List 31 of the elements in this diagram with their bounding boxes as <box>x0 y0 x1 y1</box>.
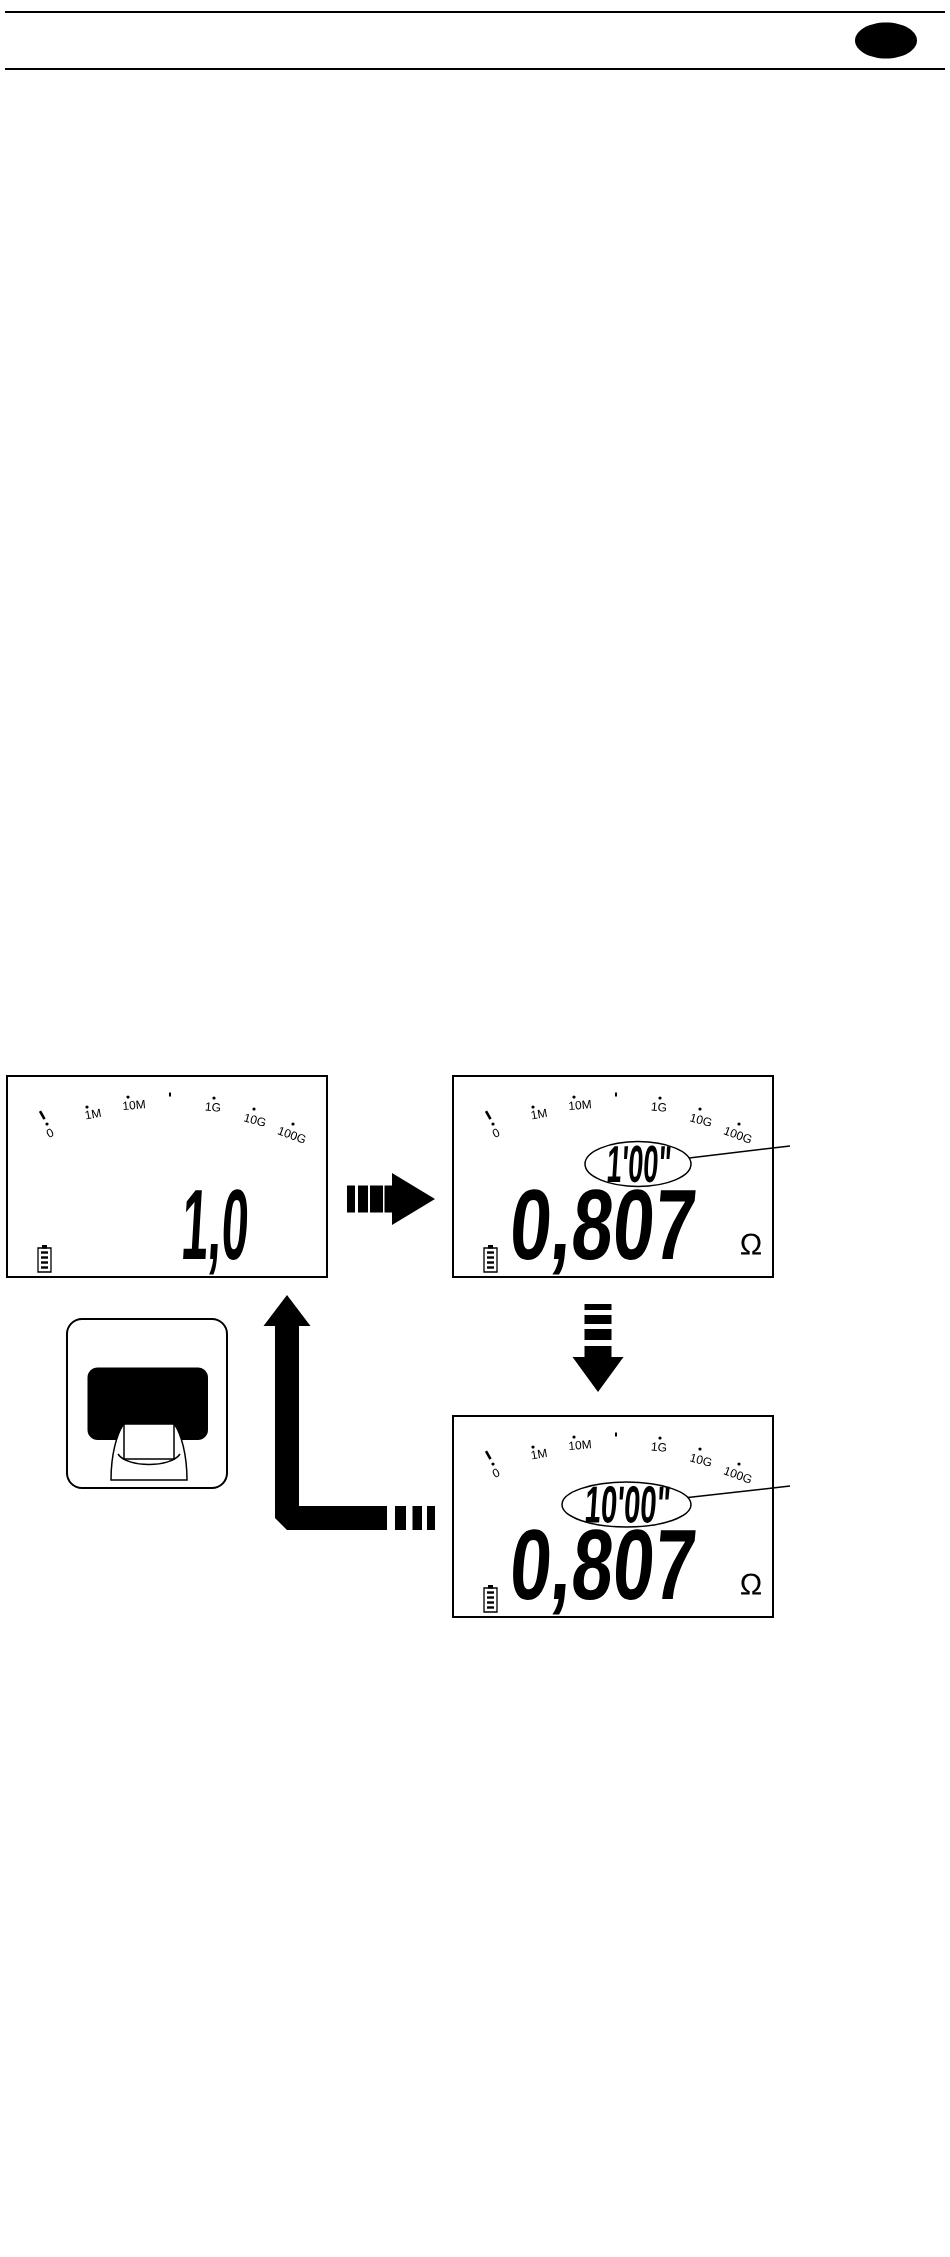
scale-label: 10M <box>123 1100 145 1111</box>
leader-line <box>688 1145 791 1159</box>
block-arrow <box>572 1304 624 1392</box>
scale-label: 100G <box>723 1467 752 1483</box>
scale-label: 10G <box>689 1113 712 1127</box>
digit-readout: 1,0 <box>183 1189 248 1275</box>
circled-readout: 1'00" <box>584 1140 692 1188</box>
scale-label: 10M <box>569 1100 591 1111</box>
button-icon <box>66 1318 228 1489</box>
scale-label: 0 <box>492 1128 500 1138</box>
scale-label: 1G <box>651 1442 667 1452</box>
scale-label: 0 <box>46 1128 54 1138</box>
scale-label: 10M <box>569 1440 591 1451</box>
circled-readout: 10'00" <box>561 1481 692 1528</box>
scale-label: 10G <box>243 1113 266 1127</box>
scale-label: 0 <box>492 1468 500 1478</box>
scale-label: 1G <box>205 1102 221 1112</box>
scale-label: 10G <box>689 1453 712 1467</box>
digit-readout: 0,807 <box>513 1529 696 1615</box>
block-arrow <box>347 1173 435 1225</box>
leader-line <box>687 1485 791 1499</box>
unit-label: Ω <box>741 1573 761 1595</box>
scale-label: 1M <box>531 1108 547 1120</box>
scale-label: 1M <box>85 1108 101 1120</box>
scale-label: 1M <box>531 1448 547 1460</box>
scale-label: 1G <box>651 1102 667 1112</box>
unit-label: Ω <box>741 1233 761 1255</box>
scale-label: 100G <box>723 1127 752 1143</box>
block-arrow <box>263 1295 435 1530</box>
digit-readout: 0,807 <box>513 1189 696 1275</box>
scale-label: 100G <box>277 1127 306 1143</box>
